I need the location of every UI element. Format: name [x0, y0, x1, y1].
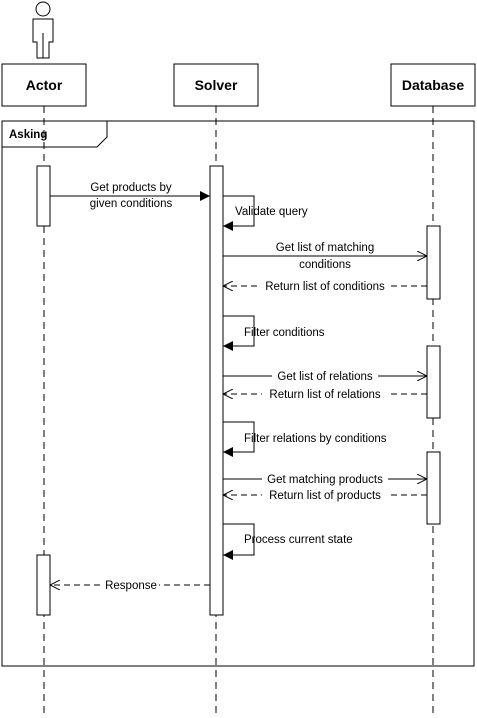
message-get-matching-products-label: Get matching products — [267, 474, 383, 486]
message-get-matching-products: Get matching products — [223, 472, 427, 486]
message-get-products-line1: Get products by — [90, 182, 171, 194]
message-return-relations-label: Return list of relations — [269, 389, 380, 401]
message-validate-query: Validate query — [223, 195, 308, 231]
actor-activation-1 — [36, 165, 51, 227]
participant-actor: Actor — [1, 63, 87, 107]
message-return-relations: Return list of relations — [223, 387, 427, 401]
message-process-state-label: Process current state — [244, 534, 353, 546]
message-return-conditions-label: Return list of conditions — [265, 281, 385, 293]
actor-activation-2 — [36, 554, 51, 616]
message-response-label: Response — [105, 580, 157, 592]
asking-frame-label: Asking — [9, 129, 47, 141]
message-response: Response — [50, 578, 210, 592]
message-process-state: Process current state — [223, 523, 353, 560]
message-filter-conditions-label: Filter conditions — [244, 327, 325, 339]
message-validate-query-label: Validate query — [235, 206, 308, 218]
message-get-relations-label: Get list of relations — [277, 371, 372, 383]
message-filter-relations-label: Filter relations by conditions — [244, 433, 387, 445]
participant-solver: Solver — [173, 63, 259, 107]
message-get-matching-conditions-line2: conditions — [299, 259, 351, 271]
message-get-products-line2: given conditions — [90, 198, 173, 210]
database-activation-2 — [426, 345, 441, 419]
database-activation-3 — [426, 451, 441, 525]
participant-solver-label: Solver — [195, 77, 238, 93]
message-get-relations: Get list of relations — [223, 369, 427, 383]
message-return-products: Return list of products — [223, 488, 427, 502]
message-filter-relations: Filter relations by conditions — [223, 421, 387, 457]
database-activation-1 — [426, 225, 441, 300]
solver-activation — [209, 165, 224, 616]
message-get-matching-conditions: Get list of matching conditions — [223, 240, 427, 271]
participant-actor-label: Actor — [26, 77, 63, 93]
message-filter-conditions: Filter conditions — [223, 315, 325, 351]
message-get-matching-conditions-line1: Get list of matching — [276, 242, 374, 254]
participant-database: Database — [390, 63, 476, 107]
actor-figure-icon — [32, 1, 54, 59]
asking-frame: Asking — [1, 120, 475, 667]
message-get-products: Get products by given conditions — [50, 182, 210, 210]
message-return-conditions: Return list of conditions — [223, 279, 427, 293]
message-return-products-label: Return list of products — [269, 490, 381, 502]
participant-database-label: Database — [402, 77, 464, 93]
